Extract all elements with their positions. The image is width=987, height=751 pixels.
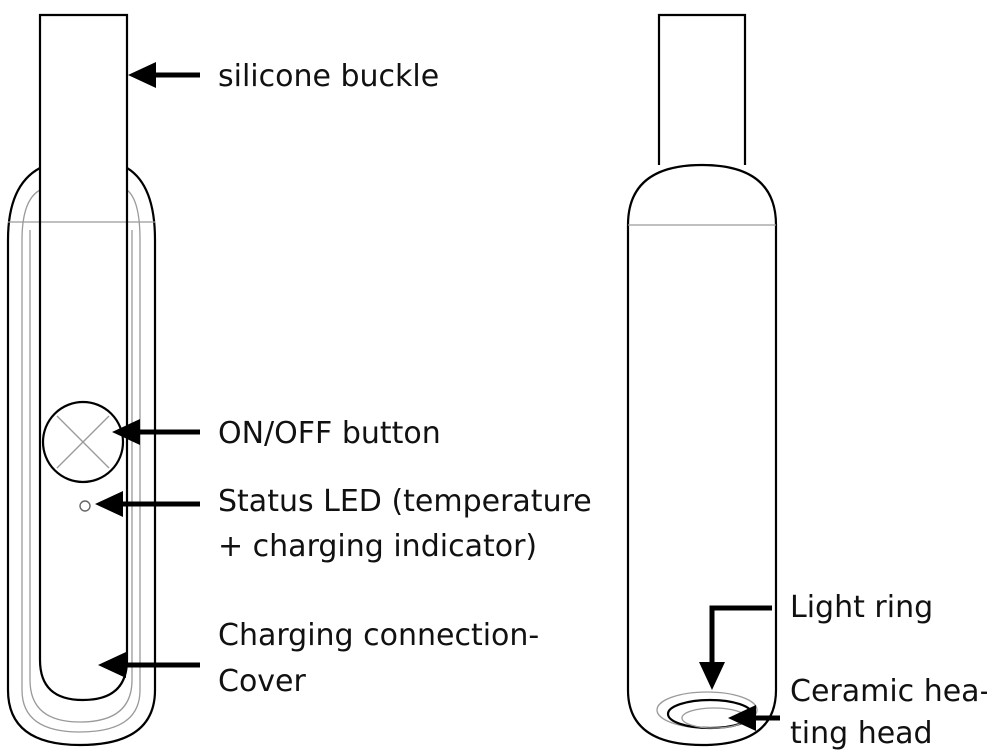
label-ceramic-line1: Ceramic hea- [790, 674, 987, 709]
on-off-button-shape [41, 400, 125, 484]
side-body-outline [626, 163, 778, 747]
label-status-led-line1: Status LED (temperature [218, 484, 592, 519]
arrow-light-ring [699, 605, 772, 690]
arrow-silicone-buckle [128, 62, 200, 88]
label-light-ring: Light ring [790, 590, 933, 625]
on-off-button-cross-2 [56, 415, 110, 469]
label-ceramic-line2: ting head [790, 716, 933, 751]
label-charging-line1: Charging connection- [218, 618, 539, 653]
arrow-charging-cover [98, 652, 200, 678]
side-strap [657, 13, 747, 165]
label-charging-line2: Cover [218, 664, 307, 699]
silicone-buckle-inner-line [29, 230, 133, 723]
arrow-ceramic-heating-head [728, 705, 780, 731]
front-body-inner-outline [21, 189, 141, 733]
status-led-shape [79, 500, 91, 512]
silicone-buckle-strap [38, 13, 129, 702]
label-on-off-button: ON/OFF button [218, 416, 441, 451]
arrow-on-off-button [112, 419, 200, 445]
label-status-led-line2: + charging indicator) [218, 529, 537, 564]
label-silicone-buckle: silicone buckle [218, 59, 439, 94]
front-body-outline [6, 167, 157, 747]
side-view-device [626, 13, 778, 747]
arrow-status-led [95, 491, 200, 517]
front-view-device [6, 13, 157, 747]
